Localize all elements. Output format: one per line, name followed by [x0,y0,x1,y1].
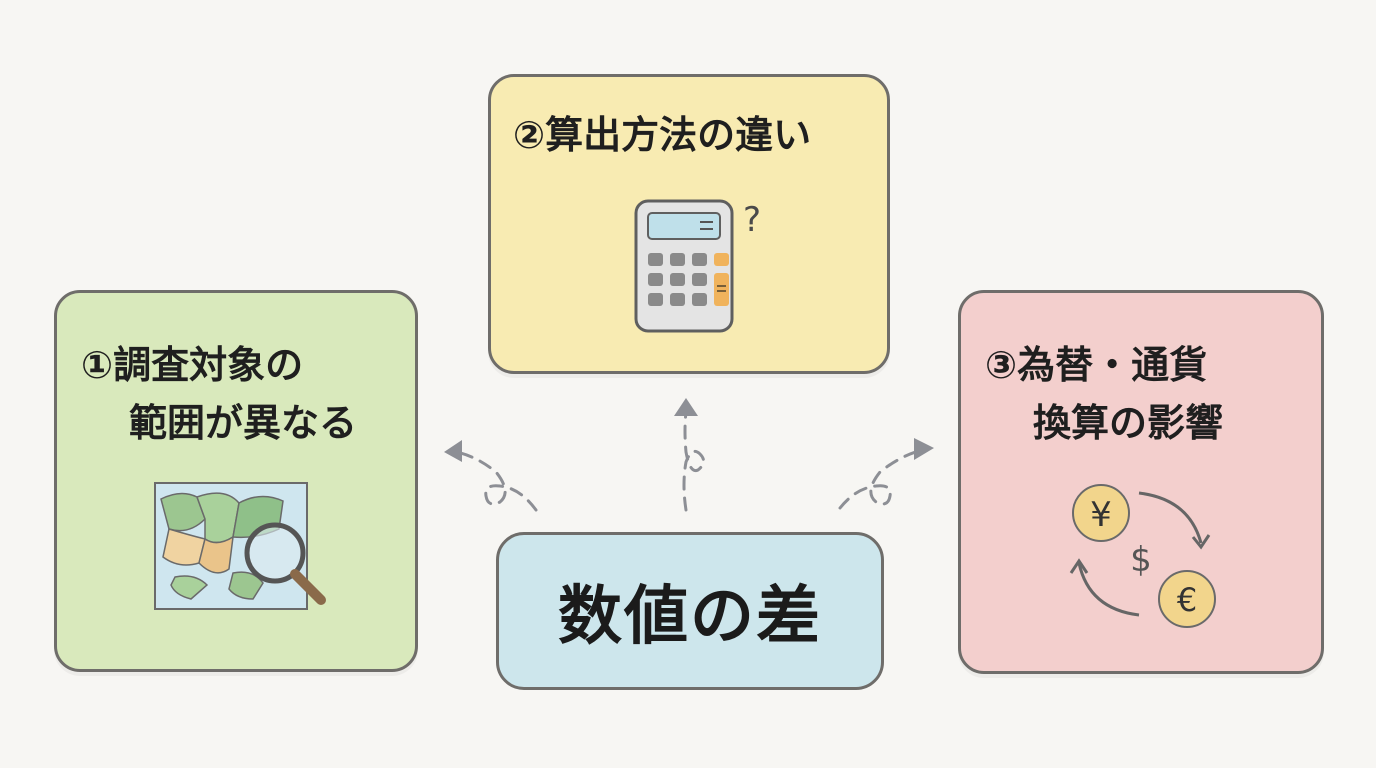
card-title-fx-line1: ③為替・通貨 [985,343,1208,387]
arrowhead-scope [444,440,462,462]
yen-coin-icon: ¥ [1090,495,1112,535]
card-title-scope-line2: 範囲が異なる [129,401,358,445]
card-title-fx-line2: 換算の影響 [1033,401,1224,445]
currency-exchange-icon: ¥ € $ [1069,484,1216,628]
arrowhead-method [674,398,698,416]
card-currency-conversion: ③為替・通貨 換算の影響 ¥ € $ [958,290,1324,674]
calculator-icon: ? [634,199,761,333]
dollar-sign-icon: $ [1130,540,1152,580]
card-calculation-method: ②算出方法の違い ? [488,74,890,374]
center-node-value-difference: 数値の差 [496,532,884,690]
center-label: 数値の差 [558,580,822,654]
arrowhead-fx [914,438,934,460]
map-magnifier-icon [154,482,326,610]
arrow-to-fx [838,448,924,510]
arrow-to-method [682,410,705,512]
card-survey-scope: ①調査対象の 範囲が異なる [54,290,418,672]
card-title-method: ②算出方法の違い [513,113,812,157]
euro-coin-icon: € [1177,581,1197,619]
arrow-to-scope [454,450,538,512]
question-mark-icon: ? [743,200,761,240]
card-title-scope-line1: ①調査対象の [81,343,304,387]
